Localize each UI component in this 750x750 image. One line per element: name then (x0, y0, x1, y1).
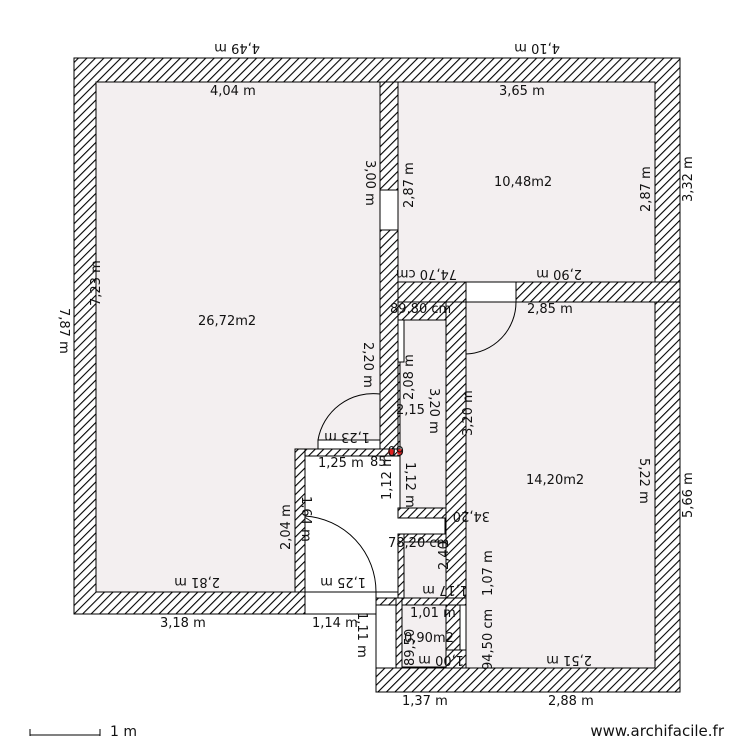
door-opening-hall (304, 591, 377, 615)
dim-3-20b: 3,20 m (461, 390, 476, 436)
dim-2-81: 2,81 m (174, 574, 220, 589)
dim-3-00: 3,00 m (362, 160, 377, 206)
dim-1-14: 1,14 m (312, 616, 358, 631)
dim-2-04: 2,04 m (279, 504, 294, 550)
area-small: 0,90m2 (404, 631, 454, 646)
dim-74-70: 74,70 cm (396, 266, 457, 281)
dim-outer-left: 7,87 m (56, 308, 71, 354)
area-living: 26,72m2 (198, 314, 256, 329)
dim-outer-bottom-right: 2,88 m (548, 694, 594, 709)
room-closet (399, 319, 447, 509)
dim-1-00: 1,00 m (418, 652, 464, 667)
dim-60: 60 (387, 442, 404, 457)
dim-inner-top-right: 3,65 m (499, 84, 545, 99)
door-opening-right-room (465, 281, 517, 303)
dim-bedroom-bottom: 2,90 m (536, 266, 582, 281)
marker-red (388, 449, 394, 455)
dim-1-25a: 1,25 m (318, 456, 364, 471)
door-opening-living (317, 439, 381, 450)
door-swing-living (317, 393, 381, 441)
door-opening-small (459, 604, 467, 651)
dim-outer-top-right: 4,10 m (514, 40, 560, 55)
door-opening-bedroom (379, 189, 399, 231)
dim-78-20: 78,20 cm (388, 536, 449, 551)
dim-right-room-inner: 5,22 m (636, 458, 651, 504)
area-large: 14,20m2 (526, 473, 584, 488)
dim-2-15: 2,15 (396, 403, 425, 418)
dim-inner-left: 7,23 m (89, 260, 104, 306)
dim-outer-right-top: 3,32 m (681, 156, 696, 202)
dim-34-20: 34,20 (453, 508, 490, 523)
door-opening-closet (397, 319, 405, 363)
room-large (465, 301, 656, 669)
room-bedroom (397, 81, 656, 283)
doors (304, 189, 517, 651)
dim-right-room-top: 2,85 m (527, 302, 573, 317)
dim-1-17: 1,17 m (422, 582, 468, 597)
dim-1-64: 1,64 m (298, 496, 313, 542)
area-bedroom: 10,48m2 (494, 175, 552, 190)
dim-outer-top-left: 4,49 m (214, 40, 260, 55)
door-swing-hall (304, 515, 377, 593)
dim-2-40: 2,40 (437, 541, 452, 570)
dim-89-80: 89,80 cm (390, 302, 451, 317)
dim-89-50: 89,50 (403, 629, 418, 666)
dim-1-11: 1,11 m (354, 612, 369, 658)
wall-small-left (395, 597, 403, 669)
scale-label: 1 m (110, 724, 137, 740)
dim-1-12a: 1,12 m (380, 454, 395, 500)
wall-corridor-right (445, 301, 467, 669)
dim-1-07: 1,07 m (481, 550, 496, 596)
dim-2-08: 2,08 m (402, 354, 417, 400)
dim-outer-right-bottom: 5,66 m (681, 472, 696, 518)
dim-85: 85 (370, 455, 387, 470)
wall-living-right (379, 81, 399, 450)
dim-1-01: 1,01 m (410, 606, 456, 621)
dim-2-20: 2,20 m (360, 342, 375, 388)
dim-1-25b: 1,25 m (320, 574, 366, 589)
dim-outer-bottom-mid: 1,37 m (402, 694, 448, 709)
dim-3-20a: 3,20 m (426, 388, 441, 434)
dim-2-51: 2,51 m (546, 652, 592, 667)
scale-bar (29, 729, 101, 736)
dim-bedroom-left: 2,87 m (402, 162, 417, 208)
wall-bedroom-bottom (397, 281, 681, 303)
wall-closet-bottom (397, 507, 447, 519)
dim-94-50: 94,50 cm (481, 609, 496, 670)
door-swing-right-room (465, 301, 517, 355)
dim-inner-right-top: 2,87 m (639, 166, 654, 212)
dim-1-12b: 1,12 m (402, 462, 417, 508)
dim-1-23: 1,23 m (324, 429, 370, 444)
wall-small-top (375, 597, 467, 606)
marker-red-2 (397, 449, 403, 455)
dim-inner-top-left: 4,04 m (210, 84, 256, 99)
rooms (95, 81, 656, 669)
credit-link[interactable]: www.archifacile.fr (590, 722, 724, 740)
dim-outer-bottom-left: 3,18 m (160, 616, 206, 631)
